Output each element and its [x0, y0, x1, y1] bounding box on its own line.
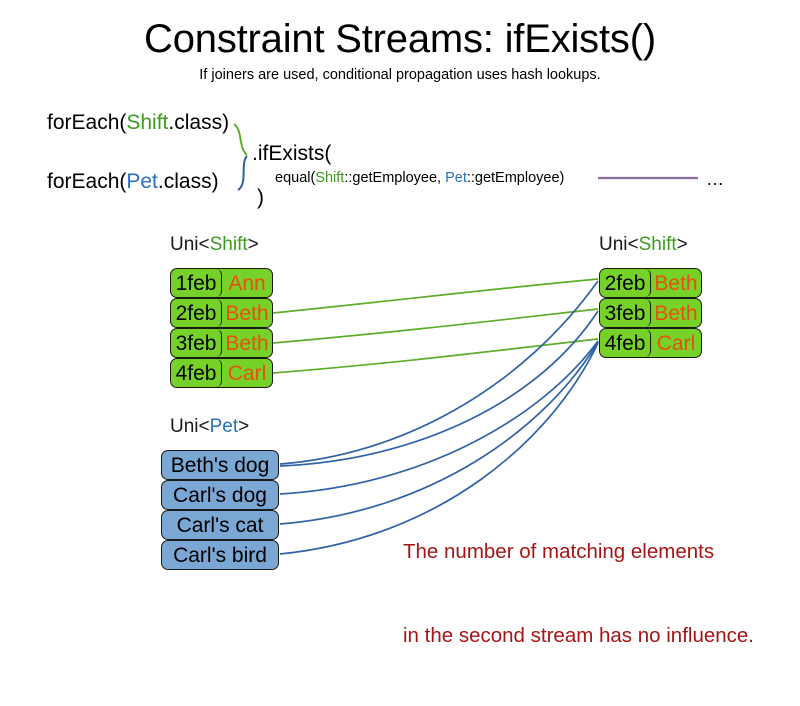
- code-close-paren: ): [257, 186, 264, 209]
- cell-employee: Beth: [654, 271, 698, 295]
- cell-date: 2feb: [600, 269, 651, 297]
- cell-date: 4feb: [600, 329, 651, 357]
- code-foreach-shift-suffix: .class): [168, 111, 230, 134]
- code-equal-joiner: equal(Shift::getEmployee, Pet::getEmploy…: [275, 170, 564, 187]
- table-row[interactable]: 3feb Beth: [599, 298, 702, 328]
- cell-date: 1feb: [171, 269, 222, 297]
- cell-pet: Carl's cat: [176, 513, 264, 537]
- caption-pet-suffix: >: [238, 416, 250, 437]
- code-equal-middle: ::getEmployee,: [344, 170, 446, 186]
- cell-pet: Carl's bird: [173, 543, 267, 567]
- caption-right-type: Shift: [638, 234, 677, 255]
- slide-canvas: Constraint Streams: ifExists() If joiner…: [47, 17, 754, 647]
- code-foreach-pet-type: Pet: [126, 170, 158, 193]
- wire-green-2feb: [272, 278, 599, 314]
- annotation-note: The number of matching elements in the s…: [403, 482, 754, 706]
- wire-green-4feb: [272, 338, 599, 374]
- cell-employee: Ann: [228, 271, 266, 295]
- wire-blue-carls-dog-to-4feb: [279, 340, 599, 495]
- annotation-line-2: in the second stream has no influence.: [403, 624, 754, 647]
- cell-date: 3feb: [171, 329, 222, 357]
- code-foreach-pet: forEach(Pet.class): [47, 170, 219, 194]
- cell-pet: Beth's dog: [170, 453, 270, 477]
- code-equal-left-type: Shift: [315, 170, 345, 186]
- caption-pet-type: Pet: [209, 416, 239, 437]
- cell-employee: Beth: [225, 301, 269, 325]
- caption-right-suffix: >: [676, 234, 688, 255]
- code-ifexists: .ifExists(: [252, 142, 332, 165]
- code-ellipsis: …: [706, 169, 724, 189]
- caption-uni-pet: Uni<Pet>: [170, 416, 249, 438]
- cell-date: 3feb: [600, 299, 651, 327]
- cell-employee: Carl: [656, 331, 696, 355]
- code-foreach-shift: forEach(Shift.class): [47, 111, 229, 135]
- cell-pet: Carl's dog: [173, 483, 267, 507]
- caption-left-prefix: Uni<: [170, 234, 210, 255]
- code-foreach-pet-suffix: .class): [157, 170, 219, 193]
- page-subtitle: If joiners are used, conditional propaga…: [199, 67, 601, 83]
- table-row[interactable]: 2feb Beth: [170, 298, 273, 328]
- table-row[interactable]: 1feb Ann: [170, 268, 273, 298]
- table-row[interactable]: 4feb Carl: [170, 358, 273, 388]
- table-row[interactable]: 4feb Carl: [599, 328, 702, 358]
- cell-date: 2feb: [171, 299, 222, 327]
- wire-green-3feb: [272, 308, 599, 344]
- list-item[interactable]: Carl's cat: [161, 510, 279, 540]
- wire-blue-beths-dog-to-3feb: [279, 310, 599, 467]
- list-item[interactable]: Carl's bird: [161, 540, 279, 570]
- wire-blue-beths-dog-to-2feb: [279, 280, 599, 465]
- cell-employee: Beth: [225, 331, 269, 355]
- cell-employee: Carl: [227, 361, 267, 385]
- caption-left-suffix: >: [247, 234, 259, 255]
- cell-employee: Beth: [654, 301, 698, 325]
- code-foreach-shift-prefix: forEach(: [47, 111, 127, 134]
- brace-upper-green: [233, 123, 248, 156]
- page-title: Constraint Streams: ifExists(): [144, 17, 656, 61]
- code-equal-prefix: equal(: [275, 170, 316, 186]
- table-row[interactable]: 2feb Beth: [599, 268, 702, 298]
- code-equal-suffix: ::getEmployee): [466, 170, 565, 186]
- caption-right-prefix: Uni<: [599, 234, 639, 255]
- table-row[interactable]: 3feb Beth: [170, 328, 273, 358]
- annotation-line-1: The number of matching elements: [403, 540, 715, 563]
- caption-uni-shift-left: Uni<Shift>: [170, 234, 259, 256]
- list-item[interactable]: Beth's dog: [161, 450, 279, 480]
- brace-lower-blue: [237, 155, 248, 191]
- caption-uni-shift-right: Uni<Shift>: [599, 234, 688, 256]
- cell-date: 4feb: [171, 359, 222, 387]
- caption-left-type: Shift: [209, 234, 248, 255]
- code-equal-right-type: Pet: [445, 170, 467, 186]
- caption-pet-prefix: Uni<: [170, 416, 210, 437]
- code-foreach-pet-prefix: forEach(: [47, 170, 127, 193]
- code-foreach-shift-type: Shift: [126, 111, 169, 134]
- list-item[interactable]: Carl's dog: [161, 480, 279, 510]
